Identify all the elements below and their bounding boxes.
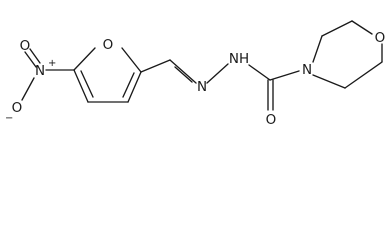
morpholine-ring	[312, 20, 383, 89]
atom-label-nitro-o-top: O	[20, 38, 31, 54]
hydrazone-linker	[140, 59, 300, 111]
atom-label-carbonyl-o: O	[266, 112, 277, 128]
atom-label-hydrazide-nh: NH	[229, 51, 249, 67]
furan-ring	[73, 47, 142, 103]
nitro-group	[21, 48, 75, 101]
atom-charge-nitro-o-bottom: −	[5, 113, 13, 124]
atom-label-nitro-n: N	[35, 63, 45, 79]
chemical-structure: O N + O − O N NH O N O	[5, 20, 386, 128]
atom-label-morpholine-o: O	[375, 30, 386, 46]
atom-label-nitro-o-bottom: O	[12, 100, 23, 116]
atom-charge-nitro-n: +	[48, 58, 56, 69]
atom-label-imine-n: N	[197, 79, 207, 95]
atom-label-furan-o: O	[103, 37, 114, 53]
atom-label-morpholine-n: N	[302, 62, 312, 78]
